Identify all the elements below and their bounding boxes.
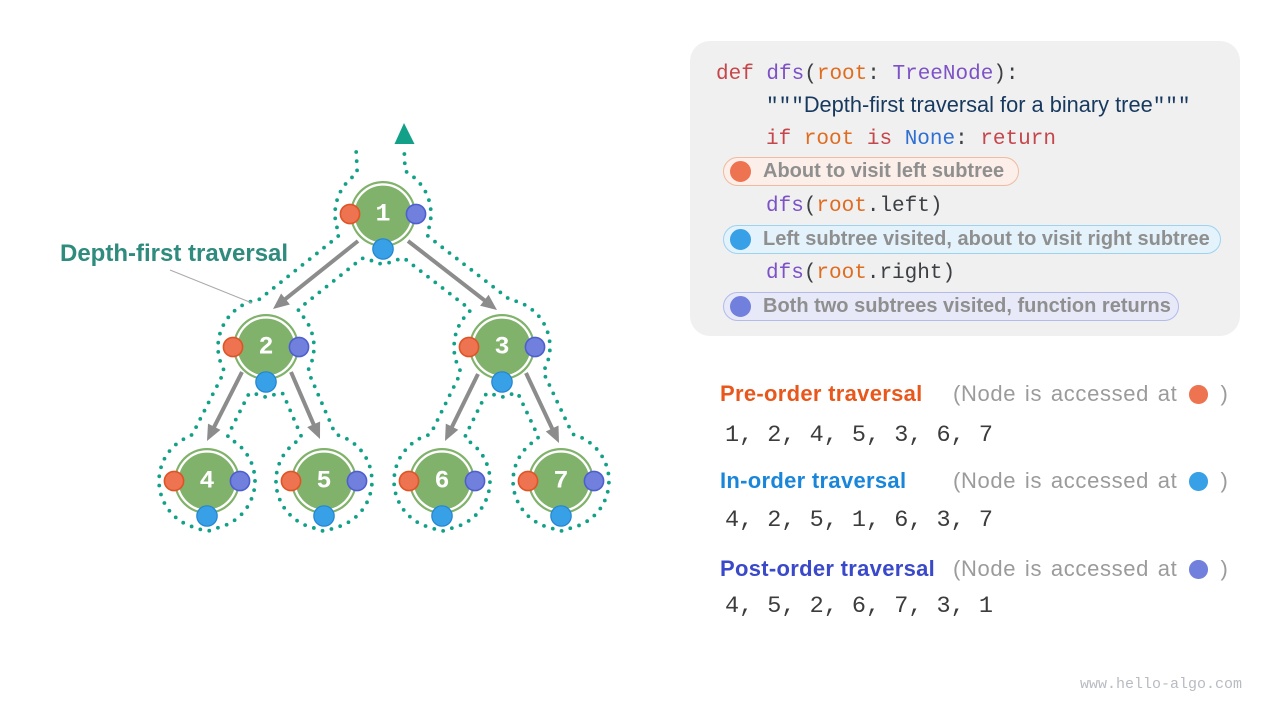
svg-text:5: 5 [316, 467, 331, 496]
svg-text:7: 7 [553, 467, 568, 496]
svg-text:3: 3 [494, 333, 509, 362]
svg-text:6: 6 [434, 467, 449, 496]
svg-text:1: 1 [375, 200, 390, 229]
svg-text:2: 2 [258, 333, 273, 362]
svg-text:4: 4 [199, 467, 214, 496]
